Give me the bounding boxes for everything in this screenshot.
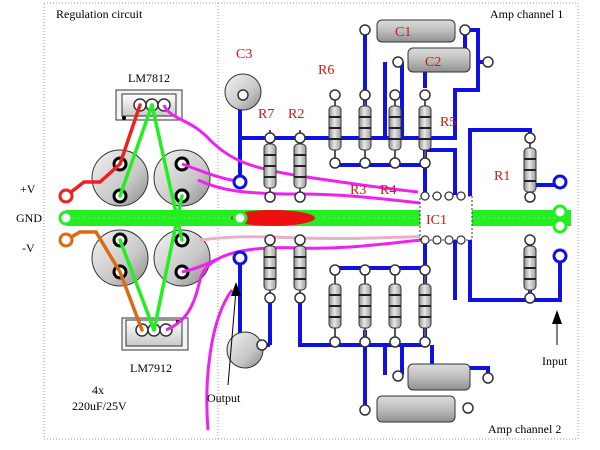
capacitor-bottom-1 [392, 363, 494, 391]
resistor-r5-top [418, 90, 432, 165]
resistor-r3-top [358, 90, 372, 165]
capacitor-c1 [359, 19, 471, 43]
c3-label: C3 [236, 47, 252, 62]
pos-rail-label: +V [20, 182, 36, 196]
resistors-bottom [263, 236, 537, 345]
pink-wire [199, 234, 471, 242]
resistor-r2-top [293, 130, 307, 200]
lm7812-label: LM7812 [128, 71, 170, 85]
resistor-r6 [328, 90, 342, 165]
amp-channel-2-label: Amp channel 2 [488, 422, 561, 436]
resistor-r4-top [388, 90, 402, 165]
r3-label: R3 [350, 183, 366, 198]
resistors-top [263, 90, 537, 200]
gnd-terminal [58, 210, 74, 226]
resistor-pads [264, 89, 536, 348]
board-frame [43, 2, 579, 440]
amp-channel-1-label: Amp channel 1 [490, 7, 563, 21]
red-bridge [231, 210, 315, 226]
c1-label: C1 [395, 25, 411, 40]
ic1-chip [419, 191, 473, 245]
capacitor-1 [91, 149, 149, 207]
resistor-r1-top [523, 138, 537, 200]
filter-capacitors [91, 149, 211, 287]
caps-count: 4x [92, 383, 104, 397]
output-arrow [227, 282, 241, 386]
r7-label: R7 [258, 107, 274, 122]
output-label: Output [207, 391, 241, 405]
power-wires [64, 103, 184, 332]
input-label: Input [542, 354, 568, 368]
c2-label: C2 [425, 55, 441, 70]
resistor-r3-bottom [358, 268, 372, 345]
resistor-r1-bottom [523, 236, 537, 300]
resistor-r2-bottom [293, 236, 307, 300]
r4-label: R4 [380, 183, 396, 198]
terminals [232, 174, 568, 266]
resistor-r7-bottom [263, 236, 277, 300]
resistor-r5-bottom [418, 268, 432, 345]
capacitor-c3-top [224, 73, 262, 111]
lm7912-label: LM7912 [130, 361, 172, 375]
capacitor-3 [91, 229, 149, 287]
r1-label: R1 [494, 169, 510, 184]
input-arrow [552, 310, 562, 345]
neg-rail-label: -V [22, 241, 35, 255]
capacitor-bottom-2 [359, 395, 474, 423]
capacitor-c2 [392, 47, 494, 73]
capacitor-c3-bottom [226, 331, 268, 369]
pos-terminal [58, 188, 74, 204]
resistor-r6-bottom [328, 268, 342, 345]
gnd-rail-label: GND [16, 211, 42, 225]
capacitor-2 [153, 149, 211, 207]
neg-terminal [58, 232, 74, 248]
caps-spec: 220uF/25V [72, 399, 127, 413]
r5-label: R5 [440, 115, 456, 130]
regulation-section-label: Regulation circuit [56, 7, 143, 21]
r6-label: R6 [318, 63, 334, 78]
resistor-r4-bottom [388, 268, 402, 345]
ic1-label: IC1 [426, 213, 447, 228]
capacitor-4 [153, 229, 211, 287]
r2-label: R2 [288, 107, 304, 122]
